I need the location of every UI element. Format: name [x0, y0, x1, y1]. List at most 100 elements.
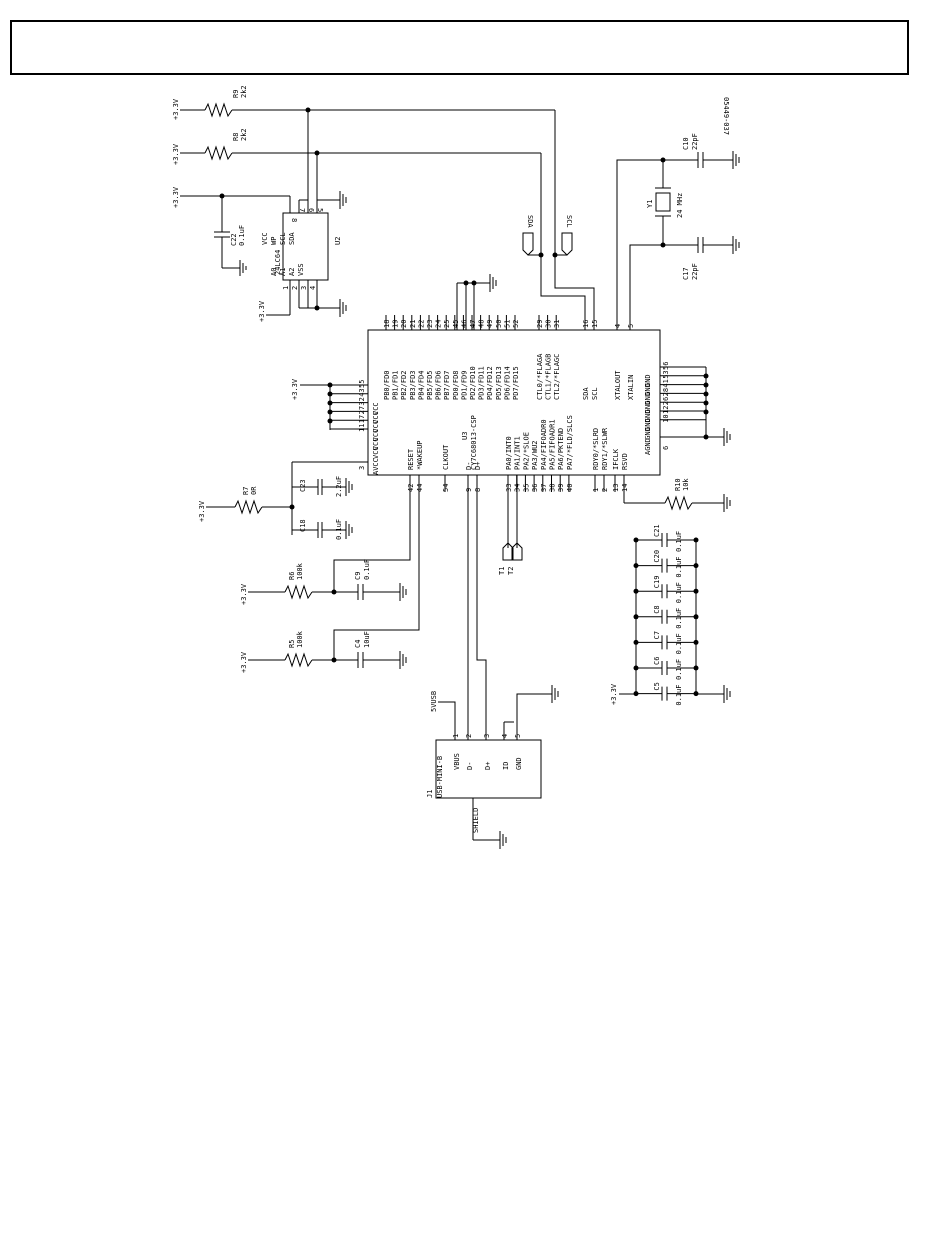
- r9-ref: R9: [232, 90, 240, 98]
- u2-pin-name: A2: [288, 268, 296, 276]
- c23-capacitor: C23 2.2uF: [292, 476, 353, 497]
- u3-pin-name: PB3/FD3: [409, 370, 417, 400]
- junction-dot: [463, 280, 469, 286]
- decap-ref: C20: [653, 550, 661, 563]
- c23-ref: C23: [299, 479, 307, 492]
- u3-pin-name: VCC: [372, 411, 380, 424]
- u3-pin-name: PD0/FD8: [452, 370, 460, 400]
- header-box: [10, 20, 909, 75]
- u3-pin-num: 50: [495, 320, 503, 328]
- u3-pin-num: 26: [662, 397, 670, 405]
- u3-pin-name: IFCLK: [612, 448, 620, 470]
- u3-pin-name: AGND: [644, 438, 652, 455]
- c23-value: 2.2uF: [335, 476, 343, 497]
- junction-dot: [633, 537, 639, 543]
- r9-resistor: +3.3V R9 2k2: [172, 85, 555, 120]
- u3-pin-num: 23: [426, 320, 434, 328]
- ground-symbol: [723, 428, 731, 446]
- u3-pin-name: RSVD: [621, 453, 629, 470]
- junction-dot: [327, 409, 333, 415]
- junction-dot: [703, 409, 709, 415]
- u3-pin-name: VCC: [372, 402, 380, 415]
- c17-capacitor: C17 22pF: [663, 236, 740, 280]
- junction-dot: [327, 418, 333, 424]
- u3-pin-name: GND: [644, 392, 652, 405]
- u2-pin-name: WP: [270, 237, 278, 245]
- u3-pin-name: CTL0/*FLAGA: [536, 353, 544, 400]
- junction-dot: [331, 657, 337, 663]
- u3-pin-name: *WAKEUP: [416, 440, 424, 470]
- u3-pin-num: 55: [358, 380, 366, 388]
- u3-pin-num: 12: [662, 406, 670, 414]
- u3-pin-num: 3: [358, 466, 366, 470]
- u3-pin-num: 18: [383, 320, 391, 328]
- u3-pin-name: PD2/FD10: [469, 366, 477, 400]
- u2-pin-name: SCL: [279, 232, 287, 245]
- r10-resistor: R10 10k: [624, 478, 731, 512]
- decap-value: 0.1uF: [675, 557, 683, 578]
- u3-pin-num: 17: [358, 415, 366, 423]
- u3-pin-num: 36: [531, 484, 539, 492]
- u3-pin-num: 47: [469, 320, 477, 328]
- u3-pin-name: GND: [644, 383, 652, 396]
- power-label: +3.3V: [291, 378, 299, 400]
- junction-dot: [289, 504, 295, 510]
- c10-ref: C10: [682, 137, 690, 150]
- scl-net-flag: SCL: [555, 215, 573, 256]
- u3-pin-name: PD1/FD9: [460, 370, 468, 400]
- t1-label: T1: [498, 567, 506, 575]
- u3-pin-name: PA6/PKTEND: [557, 428, 565, 470]
- decap-ref: C8: [653, 605, 661, 613]
- u3-pin-name: GND: [644, 401, 652, 414]
- j1-pin-num: 5: [514, 734, 522, 738]
- u3-pin-name: PA4/FIFOADR0: [540, 419, 548, 470]
- u3-pin-name: PA7/*FLD/SLCS: [566, 415, 574, 470]
- r9-value: 2k2: [240, 85, 248, 98]
- decap-ref: C7: [653, 631, 661, 639]
- c22-ref: C22: [230, 233, 238, 246]
- u2-pin-name: VSS: [297, 263, 305, 276]
- t2-testpoint: [511, 542, 523, 561]
- u3-pin-num: 43: [358, 388, 366, 396]
- u3-pin-name: CTL2/*FLAGC: [553, 354, 561, 400]
- r8-value: 2k2: [240, 128, 248, 141]
- c10-value: 22pF: [691, 133, 699, 150]
- u3-pin-num: 52: [512, 320, 520, 328]
- junction-dot: [471, 280, 477, 286]
- r10-ref: R10: [674, 478, 682, 491]
- j1-shield-label: SHIELD: [472, 808, 480, 833]
- power-label: +3.3V: [240, 651, 248, 673]
- c10-capacitor: C10 22pF: [663, 133, 740, 169]
- junction-dot: [327, 382, 333, 388]
- u3-pin-num: 14: [621, 484, 629, 492]
- u3-pin-name: GND: [644, 374, 652, 387]
- c4-capacitor: C4 10uF: [354, 631, 407, 669]
- power-label: +3.3V: [172, 143, 180, 165]
- u2-ref: U2: [334, 237, 342, 245]
- u2-pin-num: 2: [291, 286, 299, 290]
- u3-pin-num: 4: [614, 324, 622, 328]
- junction-dot: [693, 537, 699, 543]
- junction-dot: [633, 665, 639, 671]
- power-label: +3.3V: [258, 300, 266, 322]
- decap-ref: C19: [653, 576, 661, 589]
- j1-pin-name: ID: [502, 762, 510, 770]
- u3-part: CY7C68013-CSP: [470, 415, 478, 470]
- u3-bottom-pins: 42RESET44*WAKEUP54CLKOUT9D-8D+33PA0/INT0…: [407, 415, 629, 492]
- u3-pin-name: PB7/FD7: [443, 370, 451, 400]
- c18-value: 0.1uF: [335, 519, 343, 540]
- u3-pin-name: PB4/FD4: [417, 370, 425, 400]
- u3-pin-name: RDY1/*SLWR: [601, 427, 609, 470]
- c18-capacitor: C18 0.1uF: [292, 519, 353, 540]
- decap-ref: C5: [653, 682, 661, 690]
- u3-pin-num: 48: [478, 320, 486, 328]
- u3-pin-num: 45: [452, 320, 460, 328]
- u3-pin-num: 39: [557, 484, 565, 492]
- j1-pin-num: 3: [483, 734, 491, 738]
- u2-pin-name: A0: [270, 268, 278, 276]
- u3-pin-name: PB2/FD2: [400, 370, 408, 400]
- u3-pin-name: PB6/FD6: [435, 370, 443, 400]
